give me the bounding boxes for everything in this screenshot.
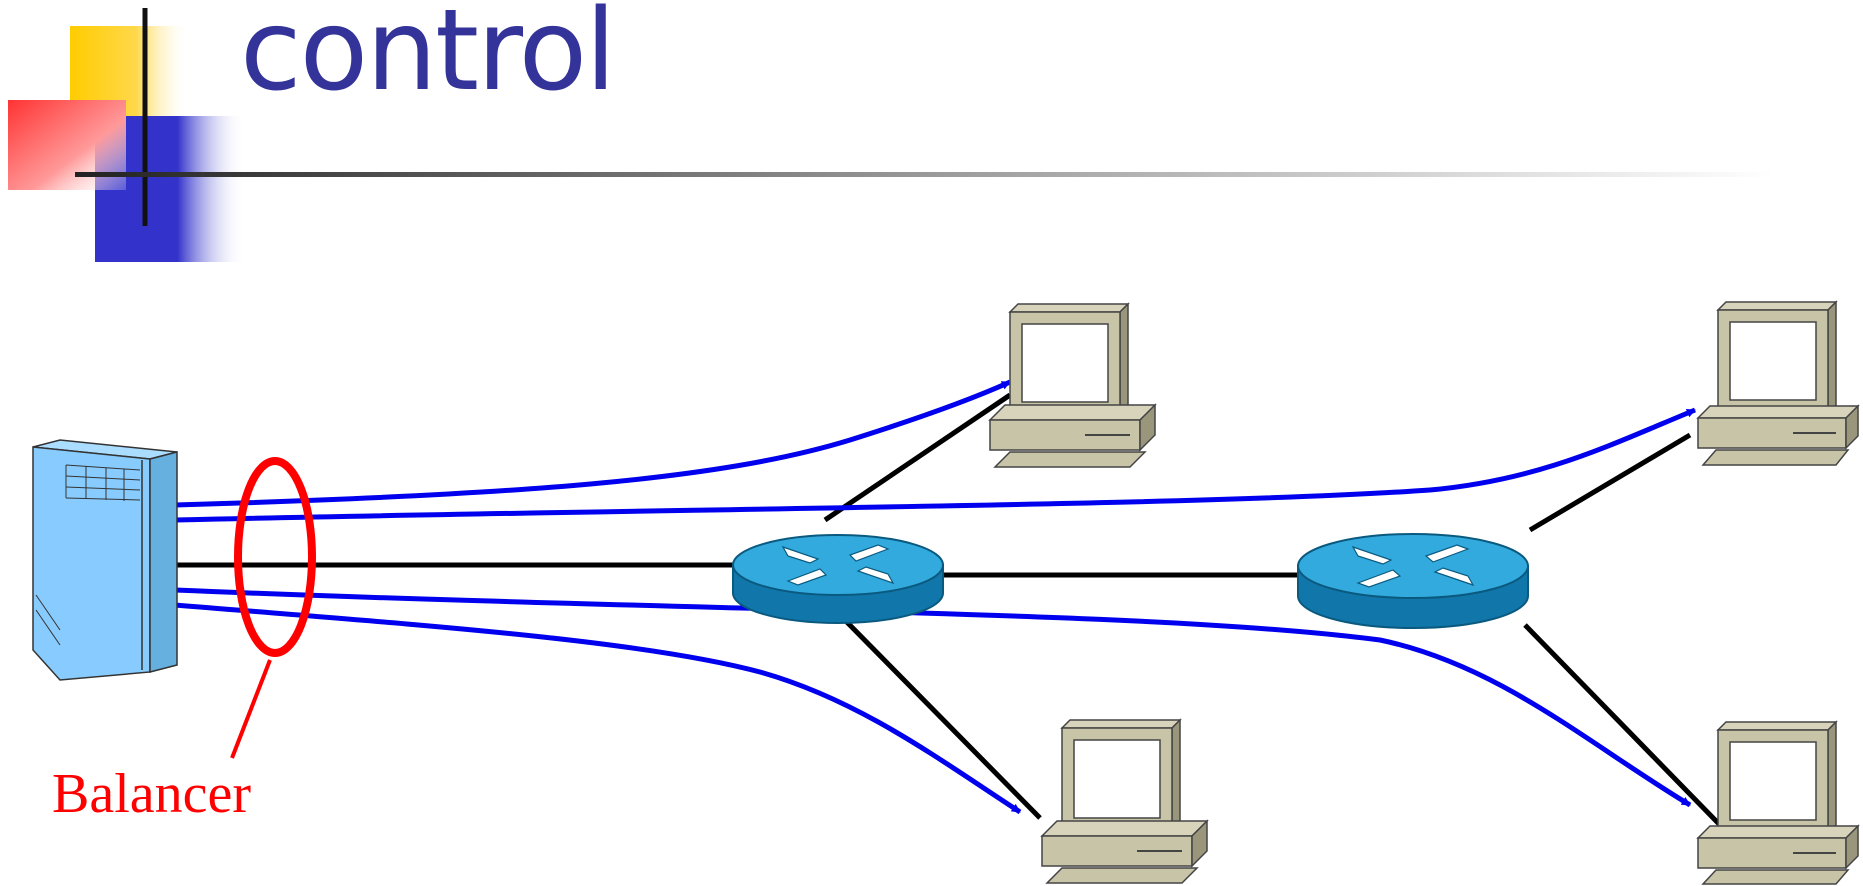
- link-router2-pc-bottom-right: [1523, 623, 1722, 827]
- link-router2-pc-top-right: [1528, 432, 1692, 533]
- flow-to-pc-bottom-right: [174, 587, 1692, 808]
- router-icon: [1297, 533, 1529, 629]
- title-underline: [75, 172, 1775, 177]
- balancer-ring: [234, 457, 316, 657]
- flow-to-pc-top-middle: [174, 379, 1012, 508]
- router-icon: [732, 534, 944, 624]
- balancer-label: Balancer: [52, 763, 251, 825]
- slide-title: control: [240, 0, 616, 116]
- computer-icon: [988, 302, 1157, 468]
- flow-to-pc-top-right: [174, 407, 1696, 523]
- computer-icon: [1696, 300, 1860, 466]
- flow-to-pc-bottom-middle: [174, 602, 1022, 815]
- traffic-flows: [174, 379, 1696, 815]
- computer-icon: [1040, 718, 1209, 884]
- link-router1-pc-bottom-middle: [833, 608, 1042, 820]
- computer-icon: [1696, 720, 1860, 885]
- link-router1-pc-top-middle: [823, 392, 1012, 523]
- server-tower-icon: [32, 439, 178, 681]
- balancer-pointer: [230, 659, 272, 759]
- network-links: [175, 392, 1722, 827]
